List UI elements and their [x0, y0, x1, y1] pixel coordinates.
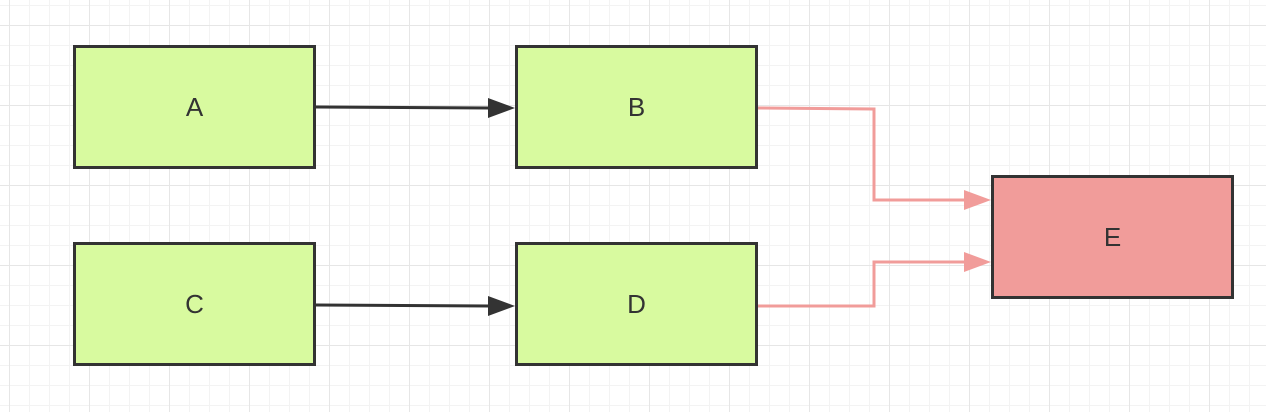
node-a-label: A [185, 91, 204, 122]
edge-c-to-d [315, 296, 515, 316]
node-d[interactable]: D [515, 242, 758, 366]
node-b-label: B [627, 91, 646, 122]
node-b[interactable]: B [515, 45, 758, 169]
arrowhead-b-to-e [964, 190, 991, 210]
node-a[interactable]: A [73, 45, 316, 169]
node-e[interactable]: E [991, 175, 1234, 299]
node-d-label: D [627, 288, 646, 319]
arrowhead-d-to-e [964, 252, 991, 272]
arrowhead-a-to-b [488, 98, 515, 118]
arrowhead-c-to-d [488, 296, 515, 316]
edge-d-to-e [758, 252, 991, 308]
node-c-label: C [185, 288, 204, 319]
node-e-label: E [1103, 221, 1122, 252]
node-c[interactable]: C [73, 242, 316, 366]
edge-a-to-b [315, 98, 515, 118]
edge-b-to-e [757, 106, 991, 210]
